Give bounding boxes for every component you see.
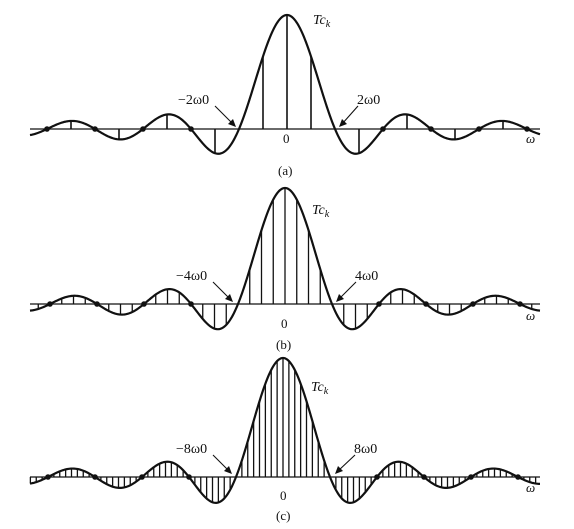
panel-b-zero-dot xyxy=(517,301,523,307)
panel-c-right-arrowhead xyxy=(335,466,343,474)
panel-b-envelope xyxy=(29,186,541,331)
panel-b-right-arrowhead xyxy=(336,294,344,302)
panel-c-left-arrowhead xyxy=(224,466,232,474)
panel-b-zero-dot xyxy=(188,301,194,307)
panel-c-left-marker: −8ω0 xyxy=(176,442,207,457)
panel-b-left-arrow xyxy=(212,281,231,300)
panel-c-zero-dot xyxy=(139,474,145,480)
panel-b-zero-label: 0 xyxy=(281,316,288,331)
panel-c-samples xyxy=(29,358,537,503)
panel-a-zero-dot xyxy=(428,126,434,132)
panel-b-envelope-label: Tck xyxy=(312,203,330,220)
panel-a-zero-dot xyxy=(92,126,98,132)
panel-b-caption: (b) xyxy=(276,337,291,352)
panel-a-zero-label: 0 xyxy=(283,131,290,146)
panel-c-zero-label: 0 xyxy=(280,488,287,503)
panel-c-envelope-label: Tck xyxy=(311,380,329,397)
panel-c-right-arrow xyxy=(337,454,356,472)
panel-a-zero-dots xyxy=(44,126,530,132)
panel-a-zero-dot xyxy=(140,126,146,132)
panel-c-zero-dot xyxy=(421,474,427,480)
panel-b-zero-dot xyxy=(47,301,53,307)
panel-c-zero-dot xyxy=(374,474,380,480)
panel-a-right-arrowhead xyxy=(339,119,347,127)
panel-b-zero-dot xyxy=(94,301,100,307)
panel-c-zero-dots xyxy=(45,474,521,480)
panel-a-envelope xyxy=(29,13,541,155)
panel-b-zero-dot xyxy=(470,301,476,307)
panel-c-zero-dot xyxy=(45,474,51,480)
panel-b-right-arrow xyxy=(338,281,357,300)
panel-a-caption: (a) xyxy=(278,163,292,178)
panel-a-left-arrow xyxy=(214,105,234,125)
panel-a-left-arrowhead xyxy=(228,119,236,127)
panel-c-caption: (c) xyxy=(276,508,290,523)
panel-b-left-marker: −4ω0 xyxy=(176,269,207,284)
panel-b-left-arrowhead xyxy=(225,294,233,302)
panel-a-right-marker: 2ω0 xyxy=(357,93,380,108)
panel-c-envelope xyxy=(29,356,541,504)
panel-a-envelope-label: Tck xyxy=(313,13,331,30)
panel-b: ω 0 Tck −4ω0 4ω0 (b) xyxy=(29,186,541,352)
panel-c-omega-label: ω xyxy=(526,480,535,495)
panel-a-samples xyxy=(70,15,504,154)
panel-c-left-arrow xyxy=(212,454,230,472)
panel-b-omega-label: ω xyxy=(526,308,535,323)
panel-c: ω 0 Tck −8ω0 8ω0 (c) xyxy=(29,356,541,523)
panel-a-zero-dot xyxy=(44,126,50,132)
panel-a-zero-dot xyxy=(188,126,194,132)
panel-a-left-marker: −2ω0 xyxy=(178,93,209,108)
panel-b-zero-dot xyxy=(423,301,429,307)
panel-a-omega-label: ω xyxy=(526,131,535,146)
panel-c-zero-dot xyxy=(92,474,98,480)
panel-b-zero-dots xyxy=(47,301,523,307)
panel-a-zero-dot xyxy=(476,126,482,132)
panel-b-zero-dot xyxy=(141,301,147,307)
panel-a-zero-dot xyxy=(524,126,530,132)
panel-b-right-marker: 4ω0 xyxy=(355,269,378,284)
panel-c-right-marker: 8ω0 xyxy=(354,442,377,457)
panel-a-right-arrow xyxy=(341,105,359,125)
panel-b-zero-dot xyxy=(376,301,382,307)
panel-c-zero-dot xyxy=(515,474,521,480)
panel-c-zero-dot xyxy=(468,474,474,480)
panel-c-zero-dot xyxy=(186,474,192,480)
panel-a: ω 0 Tck −2ω0 2ω0 (a) xyxy=(29,13,541,178)
panel-b-samples xyxy=(37,188,533,329)
panel-a-zero-dot xyxy=(380,126,386,132)
